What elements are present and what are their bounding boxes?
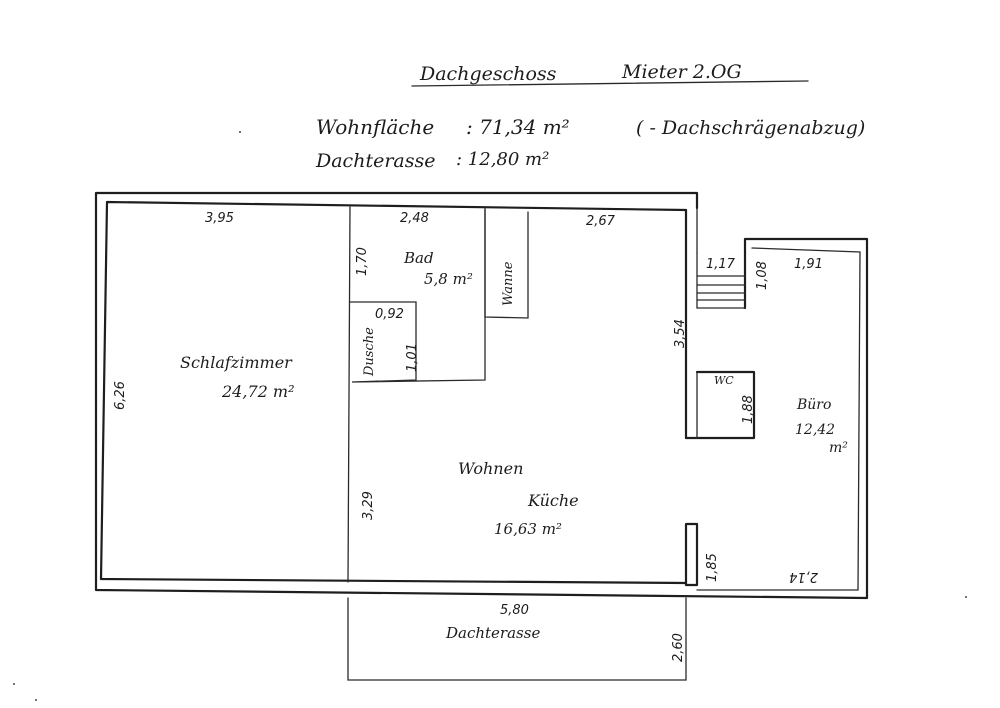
bedroom-partition-wall: [347, 206, 351, 583]
living-area-value: : 71,34 m²: [466, 115, 570, 139]
dimension-label: 2,14: [789, 569, 818, 584]
paper-speck: [13, 683, 15, 685]
wc-wall: [684, 370, 756, 440]
dimension-label: 1,88: [741, 395, 756, 424]
dimension-label: 3,54: [673, 319, 688, 348]
bathtub: [484, 209, 529, 319]
dimension-label: 1,70: [355, 247, 370, 276]
living-room-label: Wohnen: [458, 459, 523, 478]
dimension-label: 6,26: [113, 381, 128, 410]
bedroom-label: Schlafzimmer: [180, 353, 293, 372]
inner-wall-line: [99, 200, 688, 585]
plan-title: Dachgeschoss: [419, 63, 557, 85]
living-room-partition: [684, 522, 699, 587]
dimension-label: 1,08: [755, 261, 770, 290]
roof-terrace-label: Dachterasse: [445, 624, 540, 642]
terrace-area-value: : 12,80 m²: [456, 149, 549, 170]
office-label: Büro: [796, 397, 831, 413]
bathroom-wall: [349, 207, 486, 383]
bathroom-label: Bad: [403, 249, 434, 267]
dimension-label: 3,29: [361, 491, 376, 520]
plan-subtitle: Mieter 2.OG: [621, 61, 742, 83]
paper-speck: [35, 699, 37, 701]
bedroom-area: 24,72 m²: [221, 382, 294, 401]
east-inner-wall: [696, 247, 861, 591]
terrace-area-label: Dachterasse: [315, 150, 435, 172]
dimension-label: 1,17: [706, 257, 736, 272]
wc-label: WC: [714, 374, 734, 387]
dimension-label: 2,60: [671, 633, 686, 662]
dimension-label: 1,85: [705, 553, 720, 582]
living-area-label: Wohnfläche: [316, 115, 434, 139]
office-area-unit: m²: [829, 440, 848, 456]
title-underline: [411, 80, 809, 87]
living-area-note: ( - Dachschrägenabzug): [636, 117, 865, 139]
living-kitchen-area: 16,63 m²: [494, 520, 562, 538]
kitchen-label: Küche: [527, 491, 579, 510]
outer-wall: [94, 191, 869, 600]
bathroom-area: 5,8 m²: [424, 270, 473, 288]
dimension-label: 2,67: [586, 214, 616, 229]
paper-speck: [965, 596, 967, 598]
terrace-outline: [347, 597, 687, 681]
office-area-value: 12,42: [795, 422, 835, 438]
dimension-label: 5,80: [500, 603, 529, 618]
bathtub-label: Wanne: [501, 261, 516, 306]
dimension-label: 1,91: [794, 257, 823, 272]
dimension-label: 1,01: [405, 343, 420, 372]
dimension-label: 2,48: [400, 211, 429, 226]
paper-speck: [239, 131, 241, 133]
dimension-label: 3,95: [205, 211, 234, 226]
shower-label: Dusche: [362, 327, 377, 377]
dimension-label: 0,92: [375, 307, 404, 322]
